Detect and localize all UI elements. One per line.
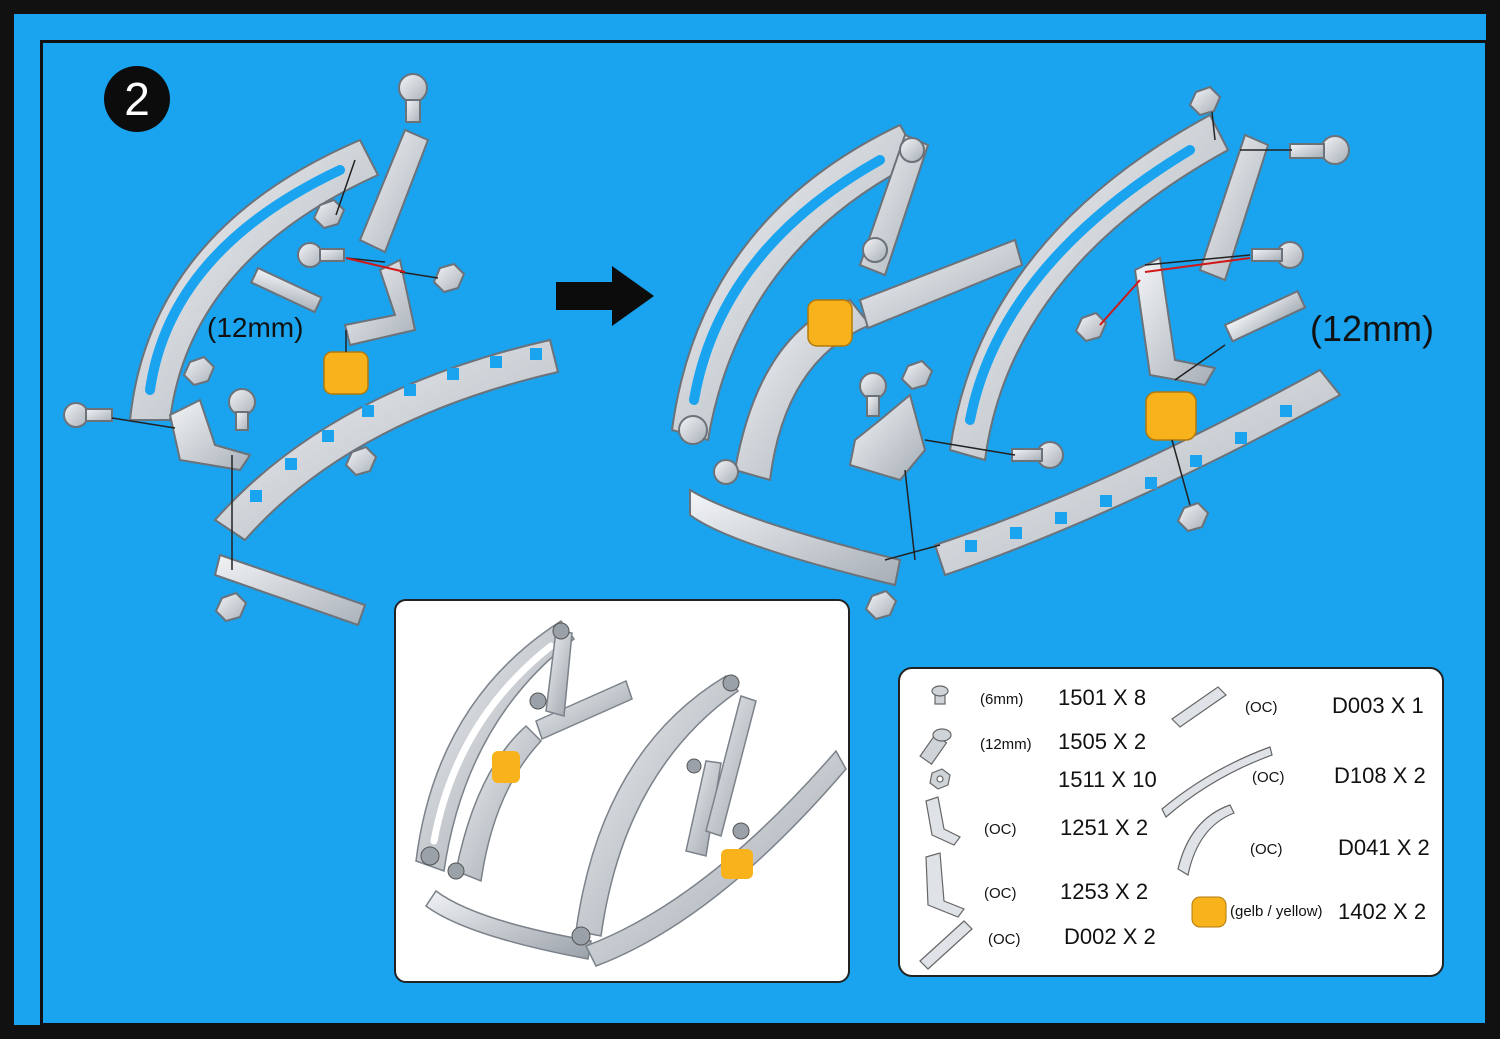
long-screw-icon bbox=[919, 728, 952, 765]
part-spec-d108: (OC) bbox=[1252, 769, 1285, 786]
right-angle-bracket bbox=[1133, 256, 1217, 387]
parts-list: (6mm) 1501 X 8 (12mm) 1505 X 2 1511 X 10… bbox=[898, 667, 1444, 977]
curved-slotted-strip bbox=[128, 138, 380, 421]
loose-angle-bracket bbox=[848, 393, 927, 482]
short-strip bbox=[213, 553, 367, 627]
part-code-1511: 1511 X 10 bbox=[1058, 767, 1157, 792]
tall-angle-bracket-icon bbox=[925, 852, 965, 918]
arc-strip-icon bbox=[1177, 804, 1235, 876]
part-code-d003: D003 X 1 bbox=[1332, 693, 1424, 718]
upright-strip bbox=[358, 128, 430, 254]
screws bbox=[63, 73, 428, 431]
curved-holed-strip bbox=[213, 338, 560, 542]
short-strip-icon bbox=[919, 920, 973, 970]
left-inner-strip bbox=[733, 298, 872, 482]
left-base-strip bbox=[689, 488, 902, 587]
part-spec-1251: (OC) bbox=[984, 821, 1017, 838]
part-code-1402: 1402 X 2 bbox=[1338, 899, 1427, 924]
part-spec-d002: (OC) bbox=[988, 931, 1021, 948]
nuts bbox=[678, 85, 1222, 621]
parts-icons bbox=[919, 685, 1273, 970]
screw-length-label-left: (12mm) bbox=[207, 312, 304, 343]
right-upright bbox=[1198, 133, 1270, 282]
nuts bbox=[182, 198, 466, 623]
part-code-d002: D002 X 2 bbox=[1064, 924, 1156, 949]
part-spec-1505: (12mm) bbox=[980, 736, 1032, 753]
part-spec-1253: (OC) bbox=[984, 885, 1017, 902]
left-diagonal-strip bbox=[858, 238, 1024, 330]
nut-icon bbox=[929, 768, 951, 790]
screws bbox=[859, 135, 1350, 469]
right-arch bbox=[948, 113, 1230, 462]
part-code-d041: D041 X 2 bbox=[1338, 835, 1430, 860]
part-code-d108: D108 X 2 bbox=[1334, 763, 1426, 788]
part-code-1251: 1251 X 2 bbox=[1060, 815, 1149, 840]
right-base-strip bbox=[933, 368, 1342, 577]
yellow-spacer bbox=[1145, 391, 1197, 441]
part-code-1505: 1505 X 2 bbox=[1058, 729, 1147, 754]
yellow-spacer bbox=[807, 299, 853, 347]
completed-model-photo bbox=[415, 619, 847, 967]
part-code-1253: 1253 X 2 bbox=[1060, 879, 1149, 904]
part-spec-1501: (6mm) bbox=[980, 691, 1024, 708]
angle-bracket bbox=[343, 258, 417, 347]
short-screw-icon bbox=[931, 685, 949, 705]
yellow-spacer-icon bbox=[1191, 896, 1227, 928]
part-spec-d003: (OC) bbox=[1245, 699, 1278, 716]
part-spec-1402: (gelb / yellow) bbox=[1230, 903, 1323, 920]
completed-photo-inset bbox=[394, 599, 850, 983]
part-code-1501: 1501 X 8 bbox=[1058, 685, 1147, 710]
screw-length-label-right: (12mm) bbox=[1310, 308, 1434, 349]
curved-strip-icon bbox=[1161, 746, 1273, 818]
small-angle-bracket bbox=[168, 398, 252, 472]
part-spec-d041: (OC) bbox=[1250, 841, 1283, 858]
step-number-badge: 2 bbox=[104, 66, 170, 132]
inner-border bbox=[40, 40, 1488, 1026]
angle-bracket-icon bbox=[925, 796, 961, 846]
five-hole-strip-icon bbox=[1171, 686, 1227, 728]
